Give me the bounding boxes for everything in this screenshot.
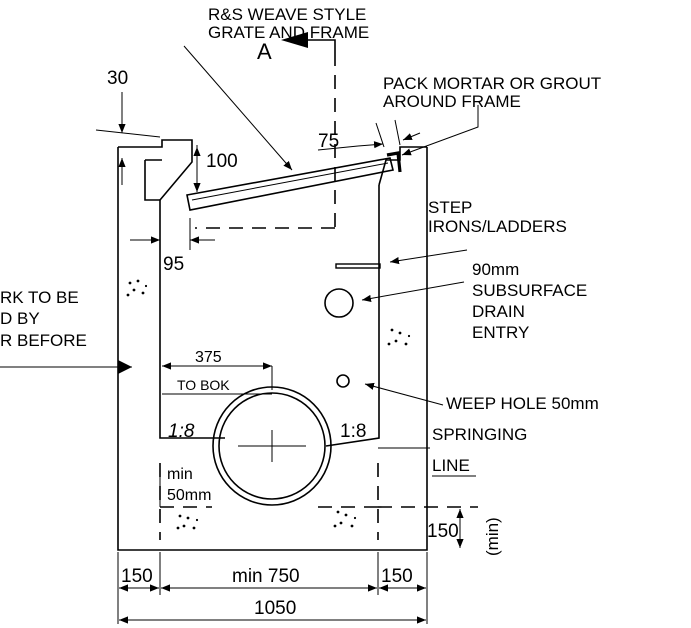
slope-left-label: 1:8 — [168, 421, 195, 442]
springing-label-line2: LINE — [432, 456, 470, 475]
callout-step: STEP IRONS/LADDERS — [428, 198, 567, 236]
step-label-line1: STEP — [428, 198, 472, 217]
hidden-lines — [159, 52, 478, 540]
left-note-line3: R BEFORE — [0, 331, 87, 350]
mortar-label-line2: AROUND FRAME — [383, 92, 521, 111]
dim-375-label: 375 — [195, 349, 222, 366]
callout-left-note: RK TO BE D BY R BEFORE — [0, 288, 87, 350]
dim-min-label: min — [167, 466, 193, 483]
dim-150-side-label: 150 — [427, 521, 459, 542]
subsurface-drain-hole — [324, 288, 354, 318]
dim-30 — [95, 92, 161, 185]
drain-label-line4: ENTRY — [472, 323, 529, 342]
grate-label-line1: R&S WEAVE STYLE — [208, 5, 366, 24]
dim-30-label: 30 — [107, 68, 128, 89]
dim-100-label: 100 — [206, 151, 238, 172]
drain-label-line2: SUBSURFACE — [472, 281, 587, 300]
bottom-dimensions — [117, 552, 428, 624]
concrete-hatch — [126, 279, 411, 530]
dim-overall-label: 1050 — [254, 598, 296, 619]
callout-springing: SPRINGING LINE — [432, 425, 527, 477]
dim-375 — [162, 362, 273, 390]
step-label-line2: IRONS/LADDERS — [428, 217, 567, 236]
dim-min-unit-label: (min) — [483, 517, 502, 556]
dim-95-label: 95 — [163, 254, 184, 275]
dim-clear-width-label: min 750 — [232, 566, 300, 587]
dim-wall-right-label: 150 — [381, 566, 413, 587]
outlet-pipe — [212, 386, 332, 506]
slope-right-label: 1:8 — [340, 421, 366, 442]
dim-50mm-label: 50mm — [167, 487, 211, 504]
mortar-label-line1: PACK MORTAR OR GROUT — [383, 74, 601, 93]
step-iron — [335, 263, 381, 269]
dim-wall-left-label: 150 — [121, 566, 153, 587]
dim-75-label: 75 — [318, 131, 339, 152]
callout-grate: R&S WEAVE STYLE GRATE AND FRAME — [208, 5, 369, 42]
section-mark-a: A — [257, 32, 336, 64]
grate-label-line2: GRATE AND FRAME — [208, 23, 369, 42]
dim-to-bok-label: TO BOK — [177, 377, 230, 393]
weep-hole — [336, 374, 350, 388]
springing-label-line1: SPRINGING — [432, 425, 527, 444]
weep-hole-label: WEEP HOLE 50mm — [446, 394, 599, 413]
drain-label-line1: 90mm — [472, 260, 519, 279]
grate-frame — [186, 151, 402, 211]
left-note-line2: D BY — [0, 309, 40, 328]
dim-75 — [317, 119, 421, 151]
pit-outline — [117, 139, 428, 551]
left-note-line1: RK TO BE — [0, 288, 79, 307]
drain-label-line3: DRAIN — [472, 302, 525, 321]
leaders — [0, 45, 479, 449]
section-mark-label: A — [257, 39, 272, 64]
dim-95 — [130, 218, 215, 250]
callout-mortar: PACK MORTAR OR GROUT AROUND FRAME — [383, 74, 601, 111]
callout-drain: 90mm SUBSURFACE DRAIN ENTRY — [472, 260, 587, 342]
